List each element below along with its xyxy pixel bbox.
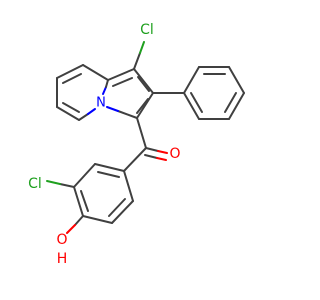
- bond-c1-c2-double: [137, 76, 150, 92]
- bond-phenyl-6-1: [183, 92, 200, 120]
- bond-c2-c3: [136, 92, 154, 119]
- bond-phenyl-4-5: [228, 92, 245, 120]
- bond-c3-n: [106, 106, 138, 119]
- bond-aryl-5-6-double: [108, 198, 126, 217]
- bond-phenyl-4-5-double: [224, 92, 237, 113]
- bond-aryl-3-4-double: [80, 190, 89, 212]
- bond-aryl-cl-lower: [46, 180, 75, 188]
- atom-cl-top: Cl: [140, 22, 154, 38]
- atom-o-carbonyl: O: [169, 146, 180, 162]
- bond-c1-cl-top: [133, 41, 145, 70]
- bond-c8a-c1: [107, 68, 135, 81]
- bond-c5-n: [78, 108, 96, 121]
- bond-phenyl-6-1-double: [190, 92, 203, 113]
- bond-aryl-1-2-double: [97, 171, 120, 178]
- bond-aryl-1-2: [94, 163, 125, 172]
- atom-n-ring: N: [96, 96, 106, 111]
- bond-c8-c7: [56, 64, 84, 79]
- atom-cl-lower: Cl: [28, 176, 42, 192]
- bond-aryl-oh: [66, 215, 84, 234]
- atom-o-hydroxyl: O: [56, 232, 67, 248]
- bond-aryl-4-5: [82, 215, 113, 224]
- bond-n-c8a: [102, 79, 109, 95]
- bond-phenyl-3-4: [228, 66, 245, 94]
- bond-aryl-3-4: [73, 186, 84, 217]
- bond-c1-c2: [133, 68, 154, 94]
- bond-c6-c5: [56, 106, 80, 121]
- bond-phenyl-1-2: [183, 66, 200, 94]
- bond-c3-c3-double-inner: [136, 98, 149, 114]
- bond-c3-carbonyl: [136, 117, 147, 149]
- bond-aryl-6-1: [123, 170, 134, 202]
- bond-c8a-c8: [82, 64, 109, 81]
- bond-c8-c7-double: [62, 73, 82, 84]
- molecule-structure: Cl N O Cl O H: [28, 22, 245, 267]
- bond-carbonyl-o: [144, 147, 168, 161]
- bond-c8a-c1-double: [112, 77, 133, 87]
- bond-aryl-5-6: [111, 200, 134, 224]
- atom-h-hydroxyl: H: [57, 251, 68, 267]
- bond-carbonyl-aryl: [123, 147, 147, 172]
- bond-c6-c5-double: [62, 102, 80, 113]
- bond-aryl-2-3: [73, 163, 96, 188]
